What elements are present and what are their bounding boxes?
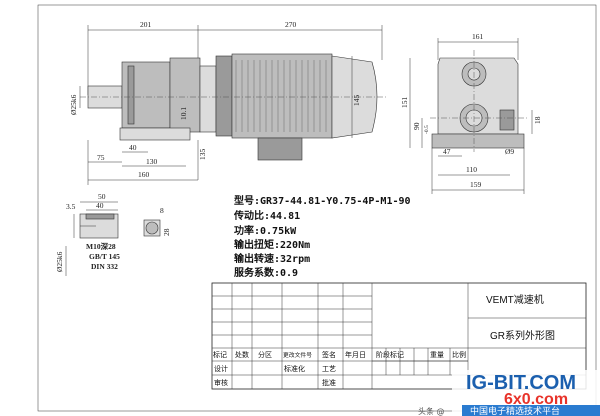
rev-header-sign: 签名 <box>322 350 336 359</box>
dim-18: 18 <box>533 116 542 124</box>
weight-header: 重量 <box>430 351 444 359</box>
dim-145: 145 <box>352 95 361 107</box>
dim-90: 90 <box>412 122 421 130</box>
dim-110: 110 <box>466 165 477 174</box>
row-design: 设计 <box>214 364 228 373</box>
flange <box>199 65 217 133</box>
dim-159: 159 <box>470 180 482 189</box>
spec-service-factor: 服务系数:0.9 <box>234 266 298 279</box>
dim-shaft-8: 8 <box>160 206 164 215</box>
drawing-border <box>37 4 597 412</box>
dim-201: 201 <box>140 20 152 29</box>
rev-header-doc: 更改文件号 <box>283 351 312 359</box>
scale-header: 比例 <box>452 350 466 359</box>
foot-base <box>119 127 191 141</box>
dim-130: 130 <box>146 157 158 166</box>
motor-body <box>231 53 333 139</box>
dim-151: 151 <box>400 97 409 109</box>
motor-adapter <box>215 55 233 137</box>
rev-header-date: 年月日 <box>345 350 366 359</box>
spec-speed: 输出转速:32rpm <box>234 252 310 265</box>
stage-header: 阶段标记 <box>376 350 404 359</box>
spec-ratio: 传动比:44.81 <box>233 209 300 222</box>
dim-40: 40 <box>129 143 137 152</box>
dim-270: 270 <box>285 20 297 29</box>
dim-shaft-phi25: Ø25k6 <box>55 251 64 272</box>
dim-phi9: Ø9 <box>505 147 514 156</box>
gear-housing-2 <box>169 57 201 133</box>
shaft-note-1: M10深28 <box>86 241 116 251</box>
spec-power: 功率:0.75kW <box>234 224 297 237</box>
shaft-note-3: DIN 332 <box>91 262 118 271</box>
dim-10-1: 10.1 <box>179 107 188 120</box>
dim-shaft-28: 28 <box>162 228 171 236</box>
dim-47: 47 <box>443 147 451 156</box>
fan-cover <box>331 55 378 139</box>
shaft-detail: 50 40 3.5 8 28 M10深28 GB/T 145 DIN 332 Ø… <box>55 192 171 276</box>
watermark-brand: 6x0.com <box>504 391 568 408</box>
watermark-author: 头条 @ <box>418 406 445 416</box>
end-terminal <box>499 109 515 131</box>
watermark-caption: 中国电子精选技术平台 <box>470 405 560 416</box>
row-standard: 标准化 <box>284 364 305 373</box>
watermark: IG-BIT.COM 6x0.com 中国电子精选技术平台 头条 @ <box>418 370 600 416</box>
rev-header-mark: 标记 <box>213 350 227 359</box>
dim-shaft-40: 40 <box>96 201 104 210</box>
company-name: VEMT减速机 <box>486 293 544 306</box>
row-process: 工艺 <box>322 365 336 373</box>
terminal-box <box>257 137 303 161</box>
dim-161: 161 <box>472 32 484 41</box>
row-approve: 批准 <box>322 378 336 387</box>
dim-75: 75 <box>97 153 105 162</box>
spec-block: 型号:GR37-44.81-Y0.75-4P-M1-90 传动比:44.81 功… <box>233 194 411 279</box>
spec-torque: 输出扭矩:220Nm <box>234 238 310 251</box>
watermark-site: IG-BIT.COM <box>466 372 576 394</box>
dim-shaft-dia: Ø25k6 <box>69 94 78 115</box>
shaft-keyway <box>85 213 115 220</box>
side-view: 201 270 Ø25k6 10.1 <box>69 20 388 185</box>
end-foot <box>431 133 525 149</box>
shaft-note-2: GB/T 145 <box>89 252 120 261</box>
end-view: 161 151 90 -0.5 18 47 Ø9 110 159 <box>400 32 542 194</box>
dim-160: 160 <box>138 170 150 179</box>
drawing-title: GR系列外形图 <box>490 329 555 342</box>
title-block: VEMT减速机 GR系列外形图 标记 处数 分区 更改文件号 签名 年月日 阶段… <box>211 282 587 390</box>
rev-header-zone: 分区 <box>258 350 272 359</box>
dim-shaft-3-5: 3.5 <box>66 202 76 211</box>
rev-header-count: 处数 <box>235 350 249 359</box>
row-review: 审核 <box>214 378 228 387</box>
dim-135: 135 <box>198 149 207 161</box>
spec-model: 型号:GR37-44.81-Y0.75-4P-M1-90 <box>234 194 411 207</box>
dim-shaft-50: 50 <box>98 192 106 201</box>
dim-90-tol: -0.5 <box>424 125 430 134</box>
